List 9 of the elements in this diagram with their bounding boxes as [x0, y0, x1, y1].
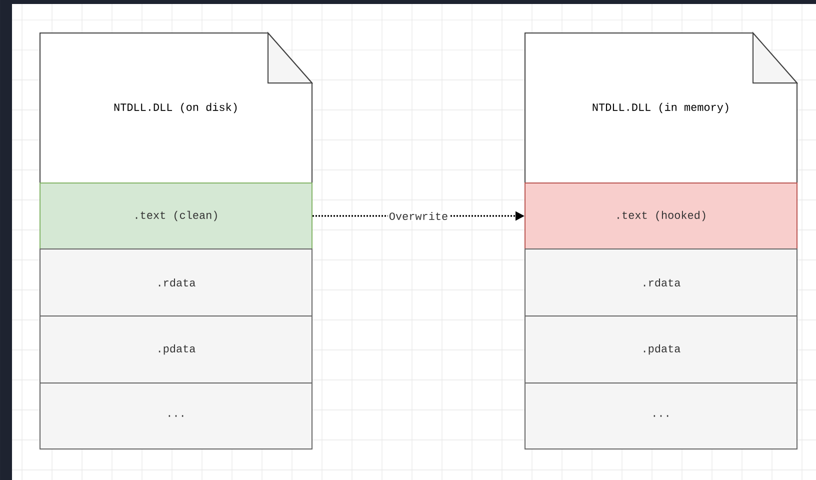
- section-box: .pdata: [40, 315, 312, 384]
- section-box: ...: [40, 382, 312, 450]
- section-box: .text (clean): [40, 182, 312, 250]
- section-box: .pdata: [524, 315, 798, 384]
- section-box: ...: [524, 382, 798, 450]
- section-box: .rdata: [524, 248, 798, 316]
- section-box: .text (hooked): [524, 182, 798, 250]
- section-box: .rdata: [40, 248, 312, 316]
- edge-label: Overwrite: [389, 212, 448, 220]
